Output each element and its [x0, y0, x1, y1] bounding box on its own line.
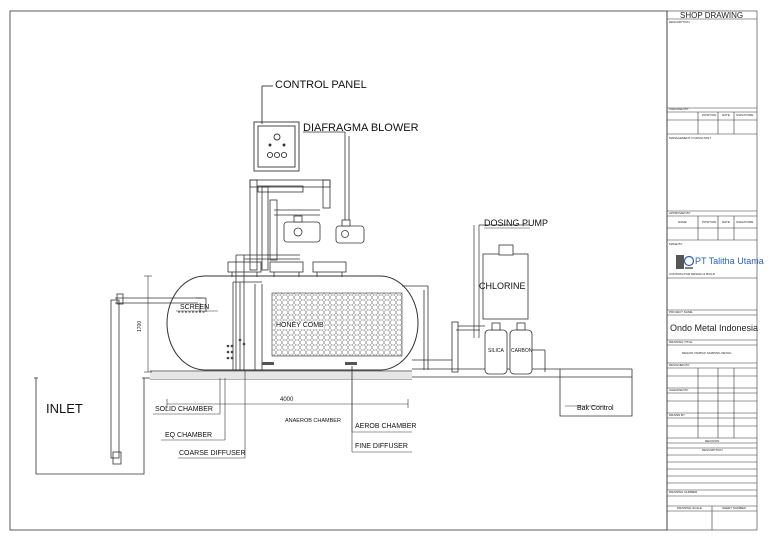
fine-diffuser-label: FINE DIFFUSER [355, 443, 408, 450]
chlorine-label: CHLORINE [479, 281, 526, 291]
designed-label: DESIGNED BY [669, 363, 690, 367]
control-panel [253, 85, 300, 172]
title-block [666, 10, 758, 531]
ground-hatch [150, 372, 412, 379]
leader-lines [153, 227, 605, 459]
silica-label: SILICA [488, 348, 504, 354]
sheet-number-label: SHEET NUMBER [722, 506, 746, 510]
date-col-header: DATE [722, 113, 730, 117]
title-block-header: SHOP DRAWING [680, 11, 744, 20]
bak-control-pit [559, 369, 633, 417]
inlet-pit [34, 377, 150, 475]
fine-diffuser [262, 362, 357, 365]
coarse-diffuser-label: COARSE DIFFUSER [179, 450, 246, 457]
drawing-title-label: DRAWING TITLE [669, 340, 693, 344]
company-logo [676, 255, 695, 269]
control-panel-label: CONTROL PANEL [275, 79, 367, 91]
checked2-label: CHECKED BY [669, 388, 689, 392]
blower-unit-2 [335, 219, 365, 244]
silica-filter [484, 322, 508, 375]
air-pipes [235, 179, 331, 370]
company-subtitle: CONTRACTOR DESIGN & BUILD [669, 272, 715, 276]
anaerob-chamber-label: ANAEROB CHAMBER [285, 418, 341, 424]
tank [166, 275, 419, 371]
screen-label: SCREEN [180, 304, 210, 311]
carbon-label: CARBON [511, 348, 533, 354]
signature-col-header: SIGNATURE [736, 113, 754, 117]
manholes [227, 261, 347, 277]
project-label: PROJECT NAME [669, 310, 693, 314]
dosing-line [456, 224, 530, 338]
approved-date-col: DATE [722, 220, 730, 224]
inlet-label: INLET [46, 401, 83, 416]
bak-control-label: Bak Control [577, 405, 614, 412]
revision-description-label: DESCRIPTION [702, 448, 723, 452]
checked-label: CHECKED BY : [669, 107, 691, 111]
approved-label: APPROVED BY [669, 211, 691, 215]
inlet-pipe [110, 293, 207, 465]
revision-label: REVISION [705, 439, 720, 443]
made-by-label: MADE BY [669, 242, 683, 246]
blower-pipe [303, 131, 350, 220]
aerob-chamber-label: AEROB CHAMBER [355, 423, 417, 430]
position-col-header: POSITION [702, 113, 717, 117]
consultant-label: MANAGEMENT CONSULTANT [669, 136, 712, 140]
approved-position-col: POSITION [702, 220, 717, 224]
chlorine-tank [482, 244, 529, 320]
drawing-number-label: DRAWING NUMBER [669, 490, 698, 494]
dosing-pump-label: DOSING PUMP [484, 218, 549, 228]
honey-comb-label: HONEY COMB [276, 322, 324, 329]
company-name: PT Talitha Utama [695, 256, 764, 266]
eq-chamber-label: EQ CHAMBER [165, 432, 213, 439]
solid-chamber-label: SOLID CHAMBER [155, 406, 213, 413]
approved-signature-col: SIGNATURE [736, 220, 754, 224]
dimensions [144, 275, 409, 408]
project-name: Ondo Metal Indonesia [670, 323, 759, 333]
outlet-pipes [402, 285, 546, 373]
dimension-height: 1700 [137, 320, 143, 332]
drawing-scale-label: DRAWING SCALE [677, 506, 703, 510]
chamber-partitions [232, 281, 263, 370]
dimension-length: 4000 [280, 397, 294, 403]
drawn-label: DRAWN BY [669, 413, 686, 417]
drawing-title: DESAIN TAMPAK SAMPING DETAIL [682, 351, 732, 355]
blower-label: DIAFRAGMA BLOWER [303, 122, 419, 134]
blower-unit-1 [283, 215, 321, 243]
name-col-header: NAME [678, 220, 687, 224]
description-label: DESCRIPTION [669, 20, 690, 24]
carbon-filter [509, 322, 533, 375]
